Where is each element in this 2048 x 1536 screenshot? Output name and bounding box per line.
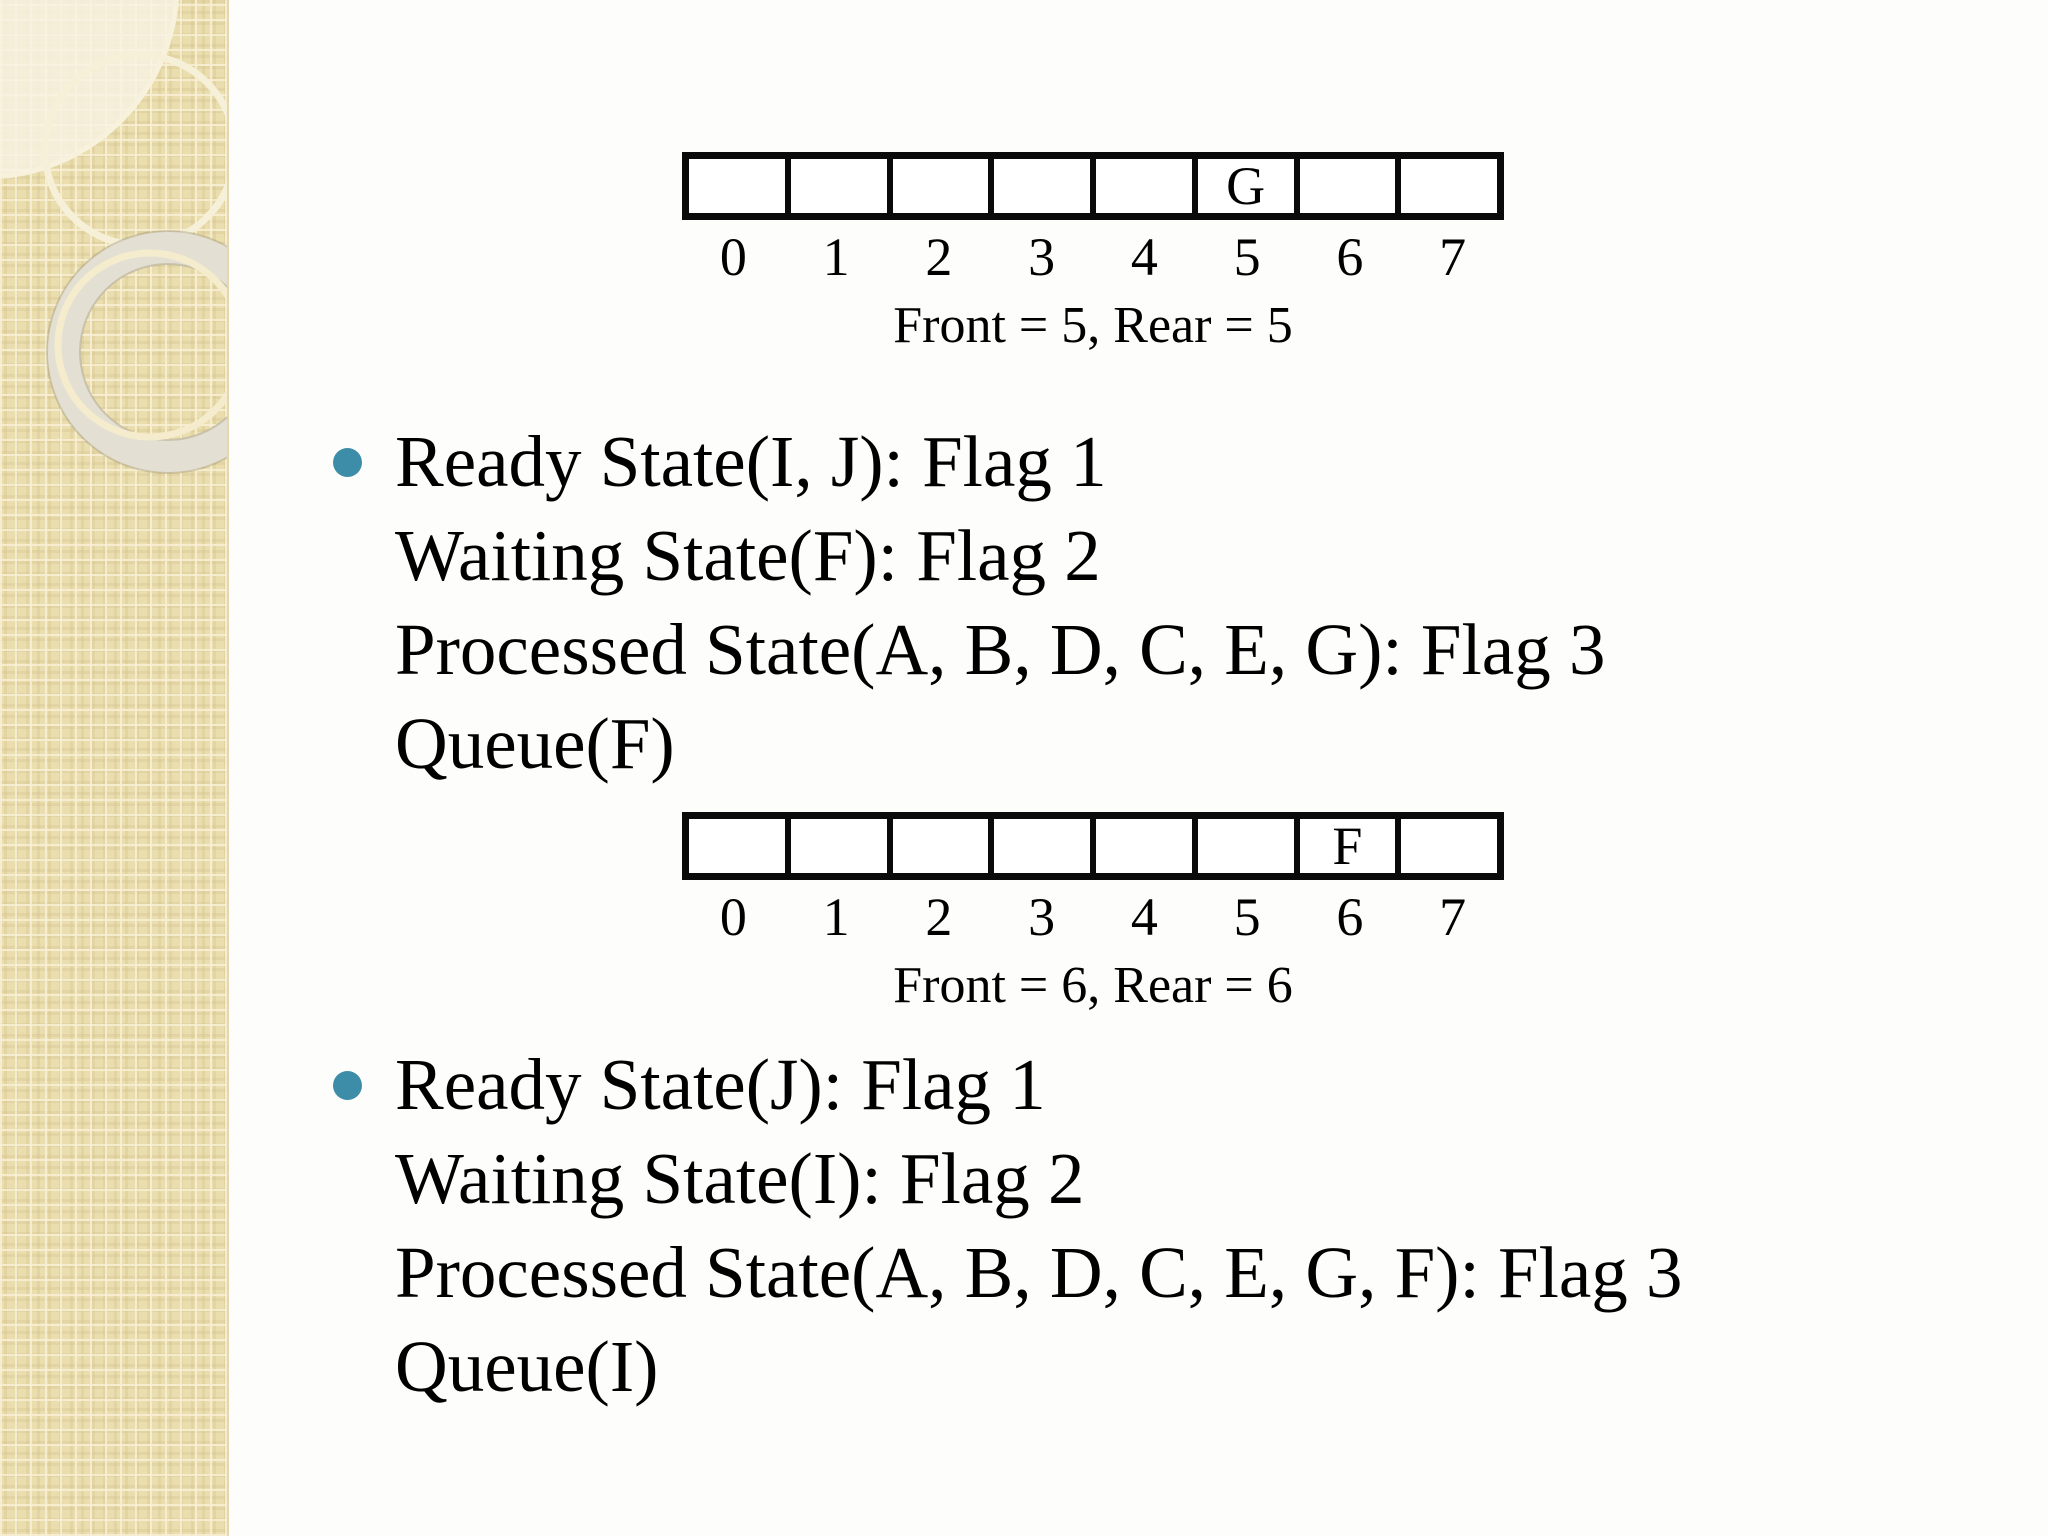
bullet-block-2: Ready State(J): Flag 1 Waiting State(I): … (333, 1038, 1683, 1414)
bullet-text-line: Processed State(A, B, D, C, E, G): Flag … (395, 609, 1606, 690)
decorative-sidebar (0, 0, 229, 1536)
queue-index-label: 6 (1336, 227, 1364, 287)
queue-cell (791, 819, 893, 873)
queue-cell: F (1300, 819, 1402, 873)
queue-cell (1198, 819, 1300, 873)
queue-index-row: 0 1 2 3 4 5 6 7 (682, 890, 1504, 944)
queue-index-label: 7 (1439, 887, 1467, 947)
queue-cell (791, 159, 893, 213)
queue-index-row: 0 1 2 3 4 5 6 7 (682, 230, 1504, 284)
bullet-lines: Ready State(I, J): Flag 1 Waiting State(F… (395, 415, 1605, 791)
queue-cell (1096, 159, 1198, 213)
bullet-text-line: Waiting State(I): Flag 2 (395, 1138, 1085, 1219)
bullet-block-1: Ready State(I, J): Flag 1 Waiting State(F… (333, 415, 1605, 791)
queue-cell: G (1198, 159, 1300, 213)
queue-cell (1401, 159, 1497, 213)
bullet-text-line: Waiting State(F): Flag 2 (395, 515, 1101, 596)
queue-cell (1300, 159, 1402, 213)
bullet-icon (333, 448, 362, 477)
queue-array: G (682, 152, 1504, 220)
queue-cell (689, 159, 791, 213)
queue-index-label: 3 (1028, 227, 1056, 287)
bullet-lines: Ready State(J): Flag 1 Waiting State(I): … (395, 1038, 1683, 1414)
bullet-text-line: Ready State(I, J): Flag 1 (395, 421, 1107, 502)
queue-index-label: 4 (1130, 887, 1158, 947)
queue-cell (994, 159, 1096, 213)
queue-index-label: 1 (822, 227, 850, 287)
queue-index-label: 2 (925, 887, 953, 947)
queue-caption: Front = 5, Rear = 5 (893, 297, 1293, 354)
queue-index-label: 0 (719, 227, 747, 287)
queue-cell (994, 819, 1096, 873)
queue-index-label: 2 (925, 227, 953, 287)
queue-index-label: 5 (1233, 887, 1261, 947)
queue-index-label: 1 (822, 887, 850, 947)
decorative-circles (0, 0, 227, 474)
queue-index-label: 0 (719, 887, 747, 947)
bullet-text-line: Queue(I) (395, 1326, 659, 1407)
queue-diagram-2: F 0 1 2 3 4 5 6 7 Front = 6, Rear = 6 (682, 812, 1504, 1012)
bullet-text-line: Processed State(A, B, D, C, E, G, F): Fl… (395, 1232, 1683, 1313)
queue-index-label: 5 (1233, 227, 1261, 287)
queue-index-label: 6 (1336, 887, 1364, 947)
queue-caption: Front = 6, Rear = 6 (893, 957, 1293, 1014)
queue-index-label: 4 (1130, 227, 1158, 287)
queue-array: F (682, 812, 1504, 880)
bullet-text-line: Ready State(J): Flag 1 (395, 1044, 1046, 1125)
queue-cell (1401, 819, 1497, 873)
bullet-text-line: Queue(F) (395, 703, 675, 784)
queue-cell (893, 159, 995, 213)
queue-cell (1096, 819, 1198, 873)
queue-index-label: 7 (1439, 227, 1467, 287)
queue-index-label: 3 (1028, 887, 1056, 947)
queue-cell (689, 819, 791, 873)
queue-diagram-1: G 0 1 2 3 4 5 6 7 Front = 5, Rear = 5 (682, 152, 1504, 352)
bullet-icon (333, 1071, 362, 1100)
queue-cell (893, 819, 995, 873)
